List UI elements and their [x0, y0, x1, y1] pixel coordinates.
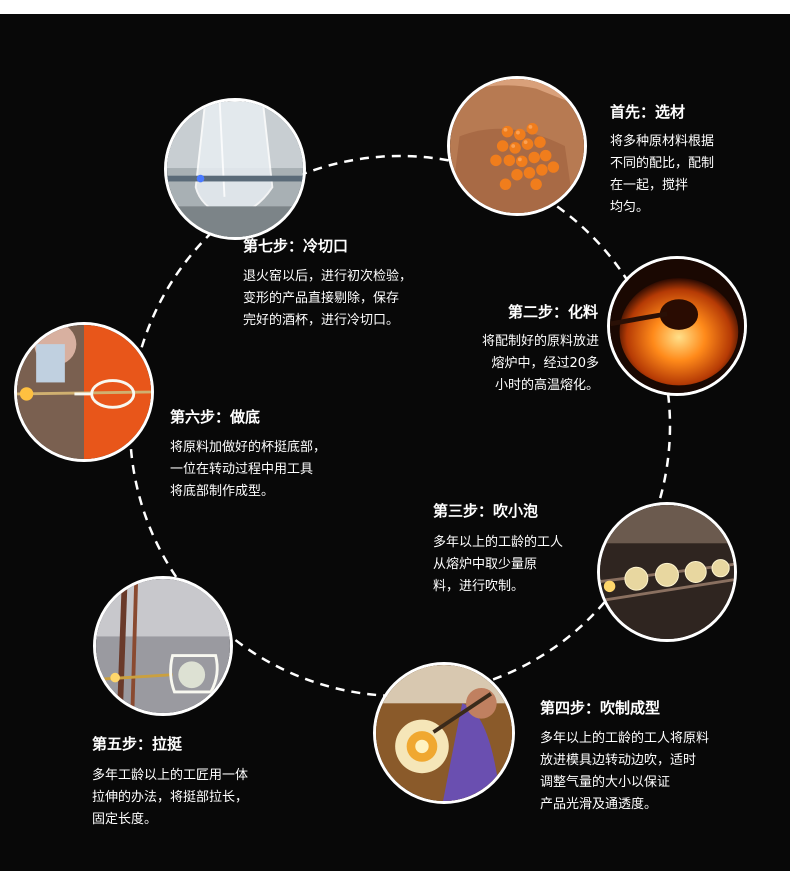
step-6-description: 将原料加做好的杯挺底部， 一位在转动过程中用工具 将底部制作成型。: [170, 437, 326, 503]
step-4-line: 放进模具边转动边吹，适时: [540, 753, 697, 768]
step-1-line: 将多种原材料根据: [610, 134, 715, 149]
step-6-line: 将原料加做好的杯挺底部，: [170, 440, 327, 455]
step-1-title: 首先：选材: [610, 103, 686, 121]
step-7-title: 第七步：冷切口: [243, 237, 349, 255]
step-3-description: 多年以上的工龄的工人 从熔炉中取少量原 料，进行吹制。: [433, 532, 563, 598]
step-2-line: 小时的高温熔化。: [494, 378, 599, 393]
wine-glass-stem-pulling-icon: [93, 576, 233, 716]
orange-beads-in-hands-icon: [447, 76, 587, 216]
step-2-title: 第二步：化料: [507, 303, 598, 321]
step-4-line: 产品光滑及通透度。: [540, 797, 658, 812]
step-3-line: 从熔炉中取少量原: [433, 557, 538, 572]
glowing-furnace-icon: [607, 256, 747, 396]
glass-cold-cutting-icon: [164, 98, 306, 240]
step-6-line: 将底部制作成型。: [170, 484, 275, 499]
step-6-line: 一位在转动过程中用工具: [170, 462, 314, 477]
step-5-description: 多年工龄以上的工匠用一体 拉伸的办法，将挺部拉长， 固定长度。: [92, 765, 248, 831]
step-5-line: 固定长度。: [92, 812, 158, 827]
step-6-title: 第六步：做底: [170, 408, 261, 426]
glass-base-shaping-icon: [14, 322, 154, 462]
step-1-description: 将多种原材料根据 不同的配比，配制 在一起，搅拌 均匀。: [610, 131, 714, 219]
step-7-description: 退火窑以后，进行初次检验， 变形的产品直接剔除，保存 完好的酒杯，进行冷切口。: [243, 266, 412, 332]
step-4-line: 多年以上的工龄的工人将原料: [540, 731, 710, 746]
step-5-line: 拉伸的办法，将挺部拉长，: [92, 790, 249, 805]
step-5-title: 第五步：拉挺: [92, 735, 183, 753]
step-7-line: 完好的酒杯，进行冷切口。: [243, 313, 400, 328]
step-3-title: 第三步：吹小泡: [433, 502, 539, 520]
glass-bulbs-on-rods-icon: [597, 502, 737, 642]
step-2-line: 将配制好的原料放进: [481, 334, 599, 349]
step-2-line: 熔炉中，经过20多: [491, 356, 599, 371]
glass-blowing-mold-icon: [373, 662, 515, 804]
step-4-title: 第四步：吹制成型: [540, 699, 661, 717]
step-5-line: 多年工龄以上的工匠用一体: [92, 768, 249, 783]
step-1-line: 在一起，搅拌: [610, 178, 689, 193]
process-diagram: 首先：选材 将多种原材料根据 不同的配比，配制 在一起，搅拌 均匀。 第二步：化…: [0, 14, 790, 871]
step-3-line: 料，进行吹制。: [433, 579, 525, 594]
step-4-line: 调整气量的大小以保证: [540, 775, 671, 790]
step-7-line: 变形的产品直接剔除，保存: [243, 291, 400, 306]
step-1-line: 不同的配比，配制: [610, 156, 715, 171]
step-3-line: 多年以上的工龄的工人: [433, 535, 564, 550]
step-1-line: 均匀。: [610, 200, 650, 215]
step-2-description: 将配制好的原料放进 熔炉中，经过20多 小时的高温熔化。: [482, 331, 599, 397]
step-4-description: 多年以上的工龄的工人将原料 放进模具边转动边吹，适时 调整气量的大小以保证 产品…: [540, 728, 709, 816]
step-7-line: 退火窑以后，进行初次检验，: [243, 269, 413, 284]
